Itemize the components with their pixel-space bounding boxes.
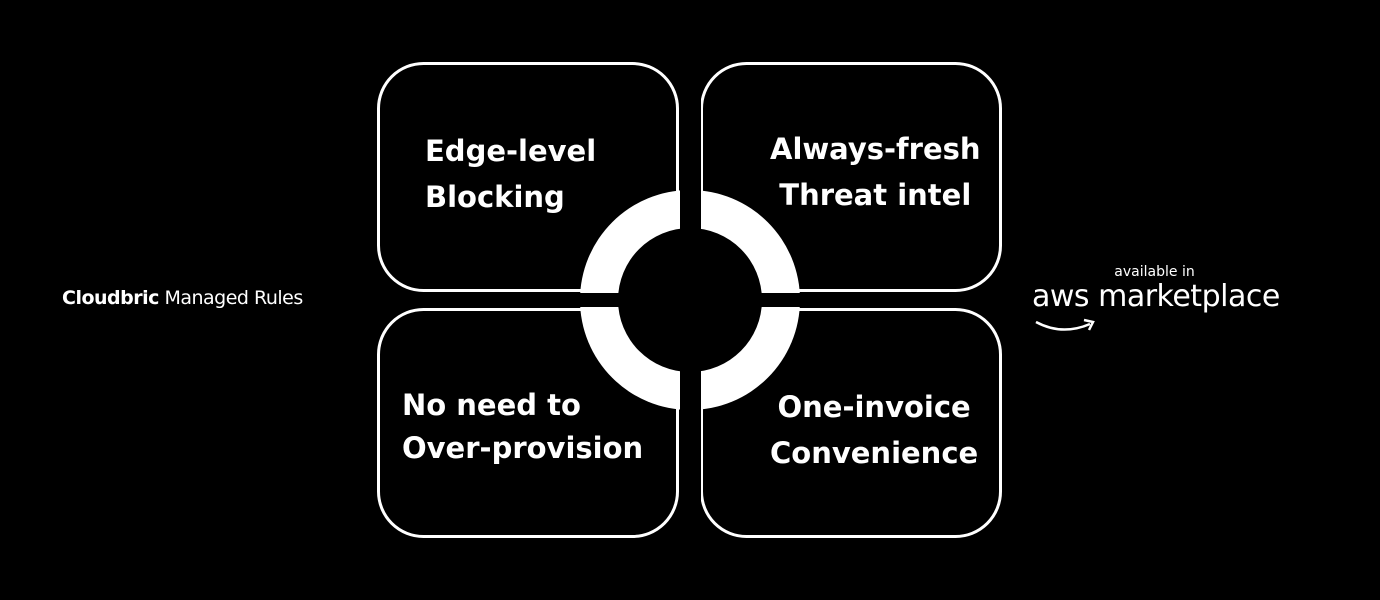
quadrant-line: Convenience xyxy=(770,436,979,470)
brand-name: Cloudbric xyxy=(62,287,159,309)
product-name: Managed Rules xyxy=(164,287,303,309)
aws-logo-text: aws xyxy=(1032,279,1090,314)
quadrant-line: Always-fresh xyxy=(770,132,981,166)
aws-marketplace-badge: available in aws marketplace xyxy=(1032,264,1282,314)
quadrant-text-bottom-left: No need to Over-provision xyxy=(402,384,643,470)
quadrant-line: Over-provision xyxy=(402,431,644,465)
quadrant-text-bottom-right: One-invoice Convenience xyxy=(770,384,978,476)
quadrant-line: Edge-level xyxy=(425,134,597,168)
quadrant-line: Blocking xyxy=(425,180,565,214)
marketplace-text: marketplace xyxy=(1098,279,1280,314)
quadrant-text-top-right: Always-fresh Threat intel xyxy=(770,126,981,218)
brand-title: Cloudbric Managed Rules xyxy=(62,287,303,309)
center-hole xyxy=(618,228,762,372)
badge-marketplace-line: aws marketplace xyxy=(1032,280,1282,314)
quadrant-line: No need to xyxy=(402,388,581,422)
amazon-smile-icon xyxy=(1035,320,1091,331)
quadrant-line: One-invoice xyxy=(777,390,971,424)
quadrant-text-top-left: Edge-level Blocking xyxy=(425,128,596,220)
quadrant-line: Threat intel xyxy=(779,178,972,212)
badge-prefix: available in xyxy=(1114,264,1195,280)
